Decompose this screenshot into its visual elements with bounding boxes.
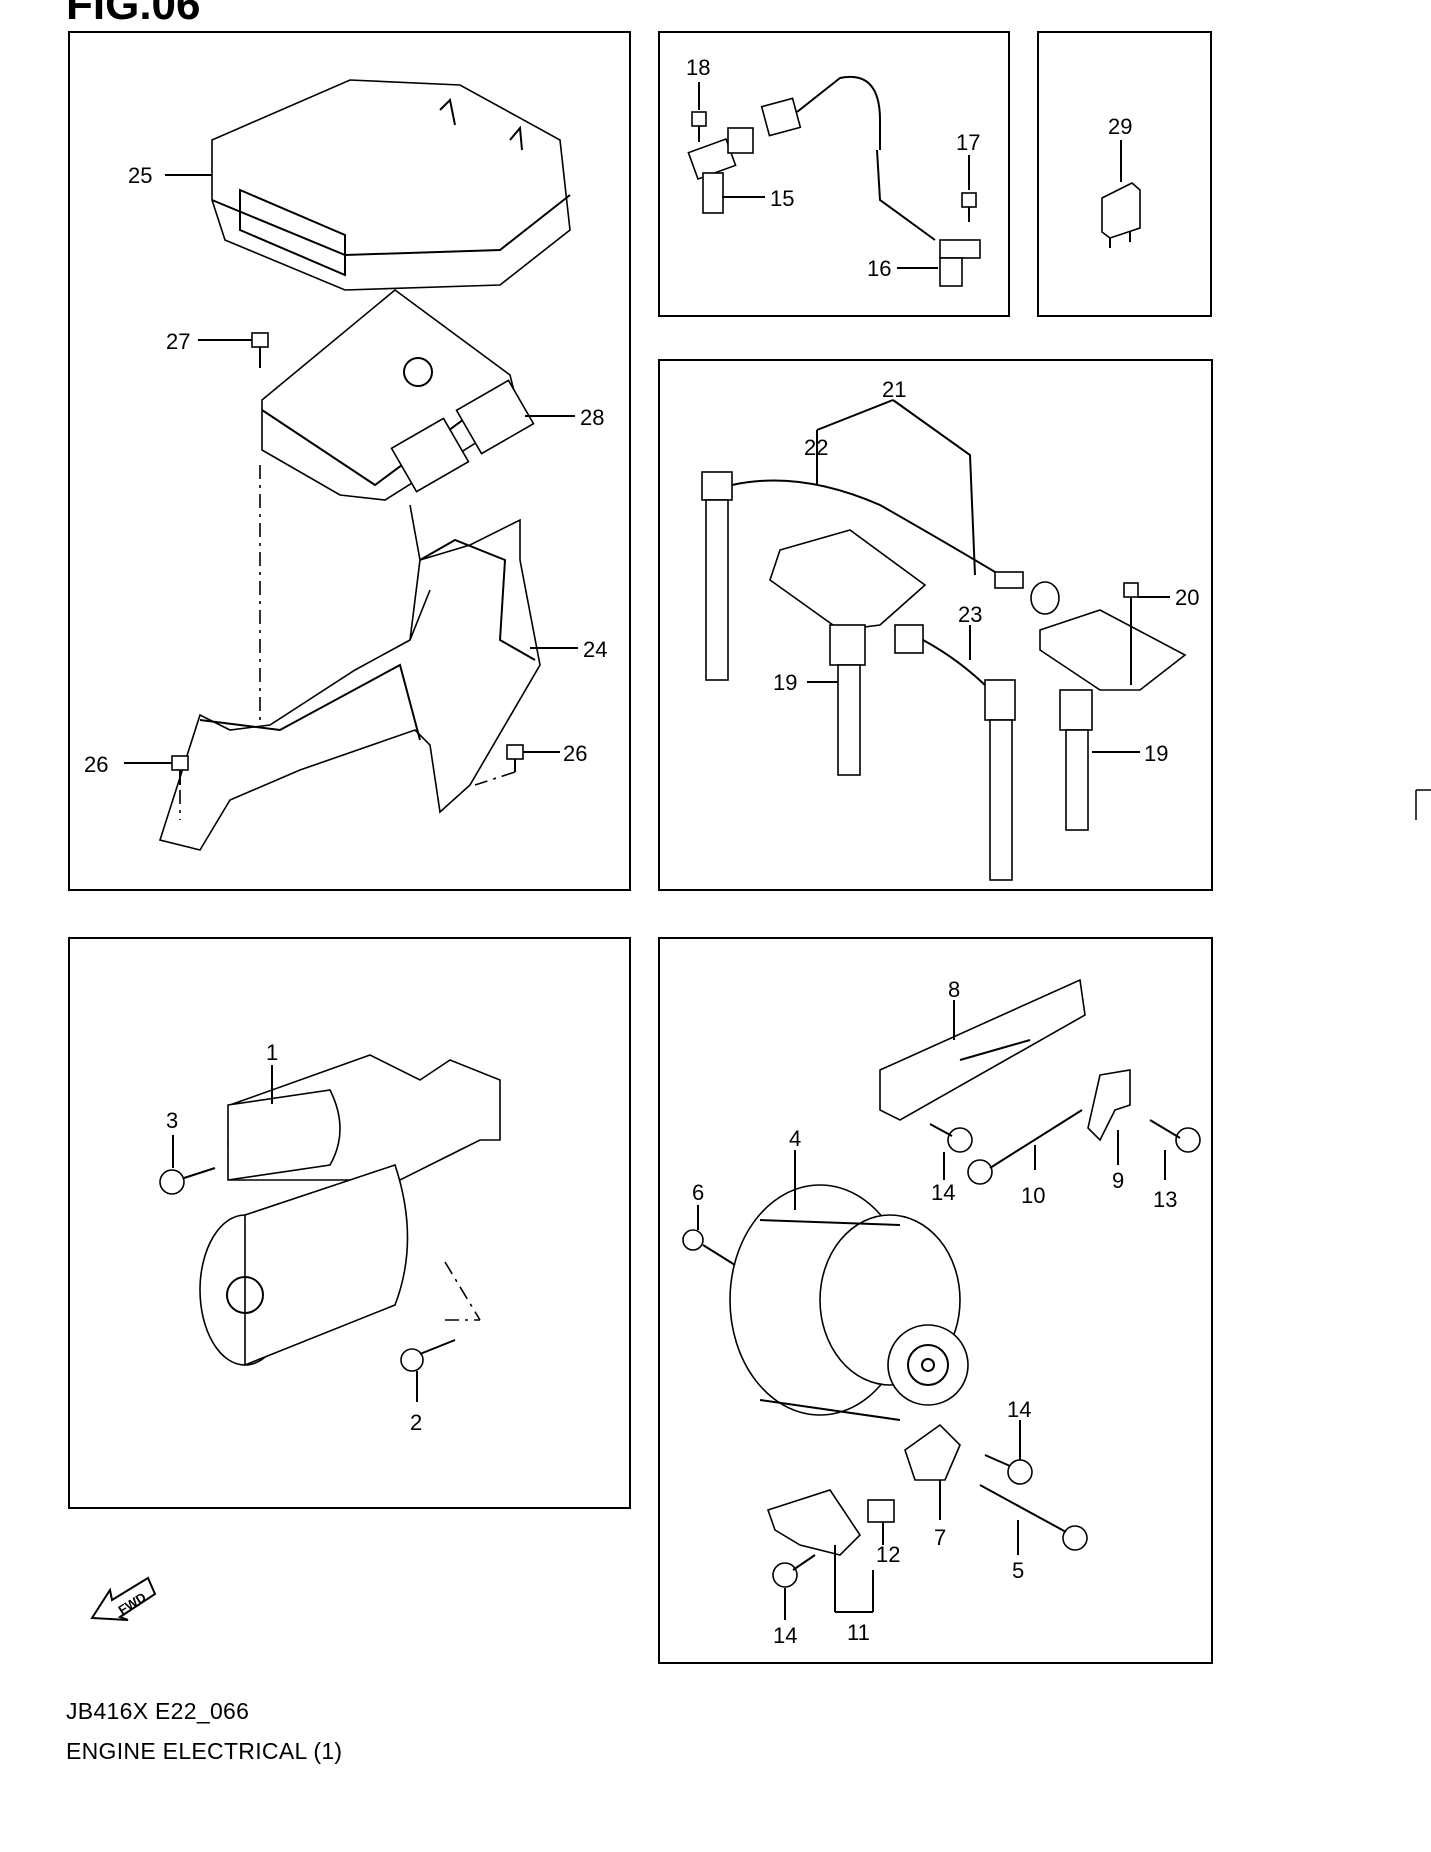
callout-4: 4 [789,1126,801,1151]
panel-starter: 1 3 2 [68,937,631,1509]
bolt-10 [967,1109,1083,1185]
callout-6: 6 [692,1180,704,1205]
callout-13: 13 [1153,1187,1177,1212]
callout-19-right: 19 [1144,741,1168,766]
callout-15: 15 [770,186,794,211]
nut-3 [159,1167,216,1195]
figure-header: FIG.06 [66,0,201,29]
bolt-20 [1123,582,1139,685]
callout-14-mid: 14 [1007,1397,1031,1422]
plug-cap-22 [701,471,1060,681]
bolt-14-bottom [772,1554,816,1588]
panel-sensors: 18 15 17 16 [658,31,1010,317]
ignition-coil-19-left [769,529,927,776]
callout-27: 27 [166,329,190,354]
ecu-unit [261,288,535,501]
callout-16: 16 [867,256,891,281]
bracket-11 [766,1489,862,1556]
forward-arrow-icon: FWD [90,1576,157,1621]
plug-cap-23 [894,624,1016,881]
diagram-code: JB416X E22_066 [66,1698,250,1724]
panel-relay: 29 [1037,31,1212,317]
screw-17 [961,192,977,222]
screw-18 [691,111,707,142]
bolt-14-top [929,1123,973,1153]
bolt-14-mid [984,1454,1033,1485]
callout-25: 25 [128,163,152,188]
screw-27 [251,332,269,368]
callout-11: 11 [847,1620,870,1645]
adjust-bracket-8 [879,978,1086,1121]
callout-29: 29 [1108,114,1132,139]
panel-ecu: 25 27 28 24 26 26 [68,31,631,891]
bolt-5 [979,1484,1088,1551]
bracket-9 [1087,1069,1131,1142]
sensor-16 [760,75,981,287]
callout-18: 18 [686,55,710,80]
callout-19-left: 19 [773,670,797,695]
callout-14-bottom: 14 [773,1623,797,1648]
callout-22: 22 [804,435,828,460]
bolt-2 [400,1261,481,1372]
nut-6 [682,1229,736,1266]
callout-2: 2 [410,1410,422,1435]
callout-17: 17 [956,130,980,155]
callout-10: 10 [1021,1183,1045,1208]
collar-12 [867,1499,895,1523]
callout-8: 8 [948,977,960,1002]
sensor-15 [687,127,754,214]
callout-9: 9 [1112,1168,1124,1193]
panel-alternator: 8 4 6 14 10 9 13 14 7 5 12 11 14 [658,937,1213,1664]
callout-23: 23 [958,602,982,627]
callout-1: 1 [266,1040,278,1065]
ecu-bracket [158,504,541,851]
starter-motor-1 [199,1054,501,1367]
alternator-4 [729,1184,969,1421]
callout-26-right: 26 [563,741,587,766]
callout-5: 5 [1012,1558,1024,1583]
callout-14-top: 14 [931,1180,955,1205]
callout-21: 21 [882,377,906,402]
callout-3: 3 [166,1108,178,1133]
ecu-cover [211,79,571,291]
ignition-coil-19-right [1039,609,1187,831]
callout-20: 20 [1175,585,1199,610]
callout-28: 28 [580,405,604,430]
callout-7: 7 [934,1525,946,1550]
bolt-26-left [171,755,189,820]
panel-ignition: 21 22 23 19 19 20 [658,359,1213,891]
bolt-13 [1149,1119,1201,1153]
bracket-7 [904,1423,961,1481]
callout-12: 12 [876,1542,900,1567]
diagram-title: ENGINE ELECTRICAL (1) [66,1738,343,1764]
callout-26-left: 26 [84,752,108,777]
callout-24: 24 [583,637,607,662]
relay-29 [1101,182,1141,248]
